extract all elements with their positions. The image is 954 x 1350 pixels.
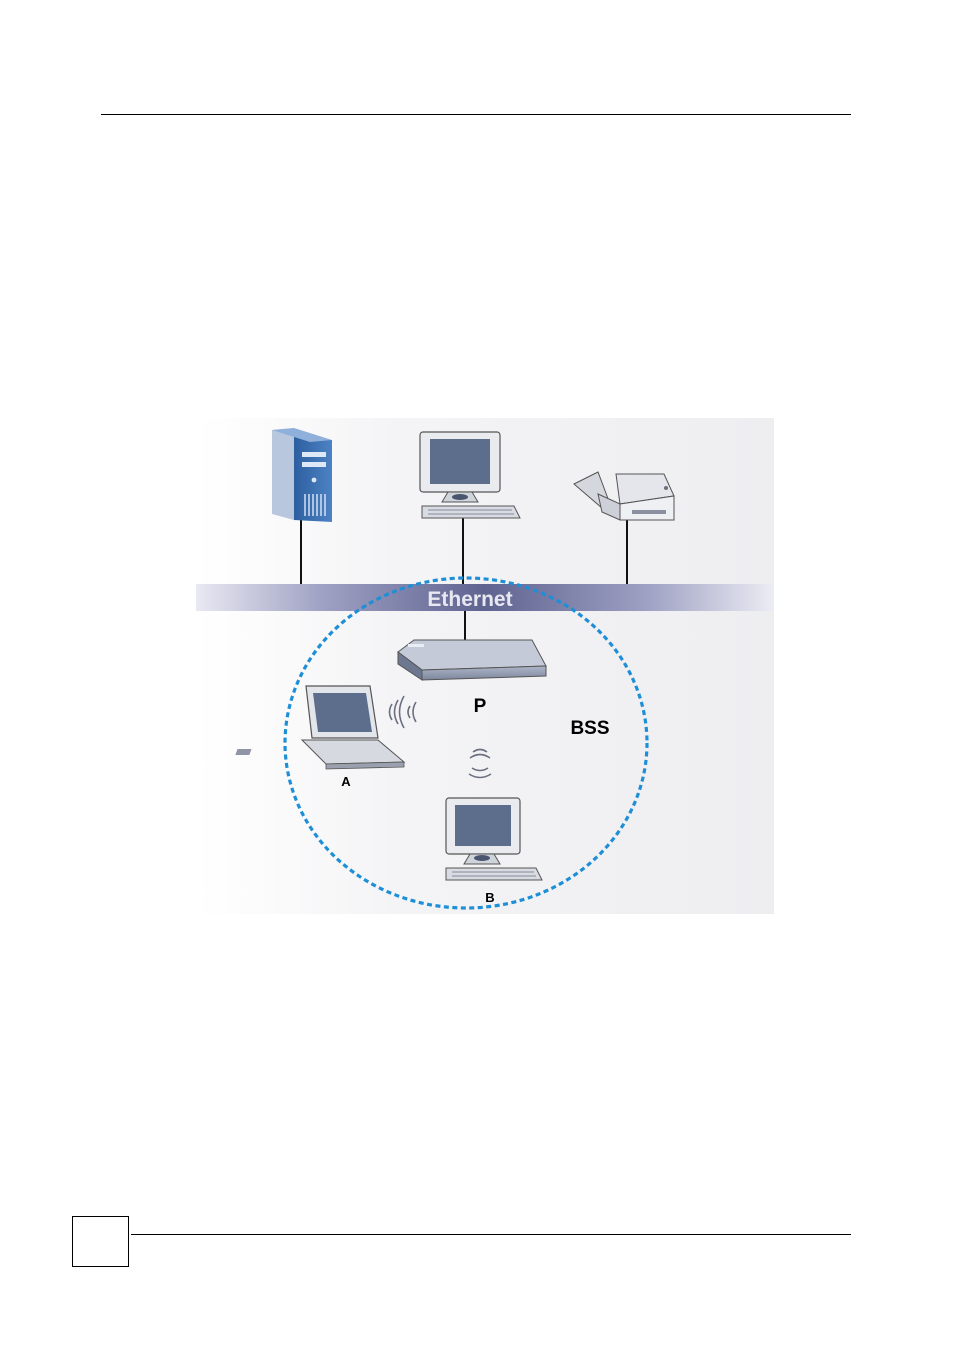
server-icon [272, 428, 332, 522]
page-number-box [72, 1216, 129, 1267]
station-a-label: A [341, 774, 351, 789]
bss-network-diagram: Ethernet [196, 418, 774, 914]
access-point-label: P [474, 696, 487, 717]
ethernet-label: Ethernet [427, 588, 512, 611]
header-rule [101, 114, 851, 115]
footer-rule [131, 1234, 851, 1235]
access-point-icon [398, 640, 546, 680]
bss-label: BSS [570, 718, 609, 739]
station-b-label: B [485, 890, 494, 905]
